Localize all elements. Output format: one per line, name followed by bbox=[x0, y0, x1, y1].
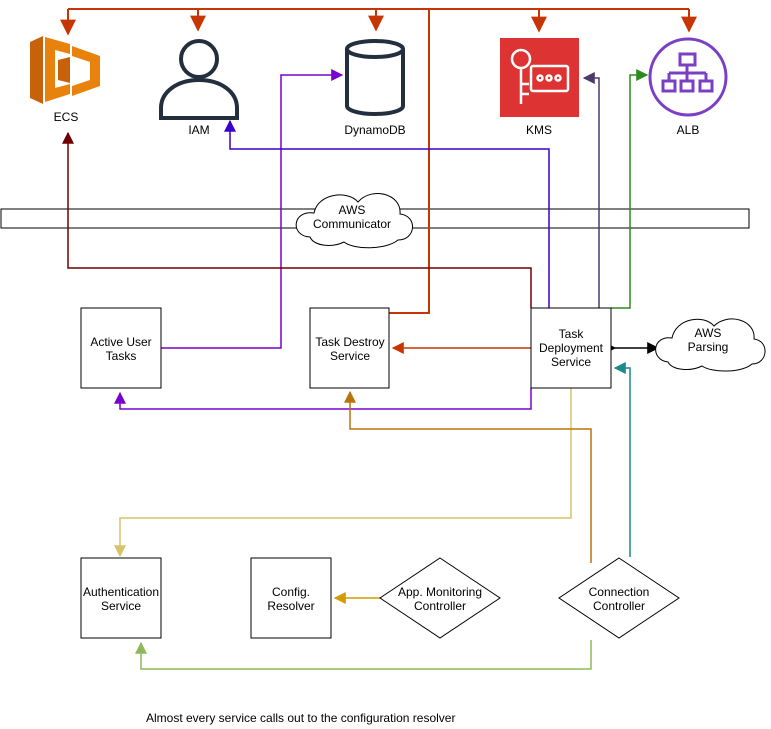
authentication-service-label-2: Service bbox=[101, 599, 141, 613]
iam-label: IAM bbox=[188, 123, 209, 137]
config-resolver-box bbox=[250, 557, 332, 639]
config-resolver-label-1: Config. bbox=[272, 585, 310, 599]
app-monitoring-controller-label-2: Controller bbox=[414, 599, 466, 613]
task-destroy-service-box bbox=[309, 307, 390, 389]
aws-parsing-label-2: Parsing bbox=[688, 340, 729, 354]
task-deployment-service-label-2: Deployment bbox=[539, 341, 604, 355]
footnote: Almost every service calls out to the co… bbox=[146, 711, 455, 725]
connector-deploy-to-ecs bbox=[62, 131, 532, 308]
task-deployment-service-label-1: Task bbox=[559, 327, 585, 341]
authentication-service-box bbox=[80, 557, 162, 639]
dynamodb-label: DynamoDB bbox=[344, 123, 405, 137]
aws-parsing-cloud bbox=[655, 318, 766, 372]
alb-icon bbox=[648, 37, 728, 117]
task-destroy-service-label-1: Task Destroy bbox=[315, 335, 384, 349]
kms-key-icon bbox=[500, 38, 579, 117]
task-deployment-service-label-3: Service bbox=[551, 355, 591, 369]
connection-controller-diamond bbox=[558, 557, 680, 639]
active-user-tasks-box bbox=[80, 307, 162, 389]
connector-deploy-to-iam bbox=[224, 119, 550, 308]
connector-connection-to-auth bbox=[135, 640, 592, 670]
connector-deploy-to-tasks bbox=[114, 388, 532, 410]
app-monitoring-controller-label-1: App. Monitoring bbox=[398, 585, 482, 599]
aws-parsing-label-1: AWS bbox=[695, 326, 722, 340]
alb-label: ALB bbox=[677, 123, 700, 137]
config-resolver-label-2: Resolver bbox=[267, 599, 314, 613]
task-destroy-service-label-2: Service bbox=[330, 349, 370, 363]
ecs-label: ECS bbox=[54, 110, 79, 124]
connector-connection-to-deploy bbox=[613, 362, 631, 557]
task-deployment-service-box bbox=[530, 307, 612, 389]
connector-tasks-to-dynamodb bbox=[161, 69, 344, 349]
connector-connection-to-destroy bbox=[344, 390, 592, 563]
active-user-tasks-label-2: Tasks bbox=[106, 349, 137, 363]
dynamodb-icon bbox=[345, 39, 405, 116]
connector-deploy-to-alb bbox=[611, 69, 649, 309]
connector-deploy-to-auth bbox=[114, 388, 572, 558]
connector-deploy-to-kms bbox=[582, 72, 600, 308]
aws-communicator-label-1: AWS bbox=[339, 203, 366, 217]
aws-communicator-label-2: Communicator bbox=[313, 217, 391, 231]
iam-user-icon bbox=[159, 39, 239, 120]
kms-label: KMS bbox=[526, 123, 552, 137]
aws-communicator-cloud bbox=[295, 193, 413, 249]
ecs-icon bbox=[30, 36, 100, 104]
connection-controller-label-2: Controller bbox=[593, 599, 645, 613]
active-user-tasks-label-1: Active User bbox=[90, 335, 151, 349]
connection-controller-label-1: Connection bbox=[589, 585, 650, 599]
authentication-service-label-1: Authentication bbox=[83, 585, 159, 599]
app-monitoring-controller-diamond bbox=[379, 557, 501, 639]
